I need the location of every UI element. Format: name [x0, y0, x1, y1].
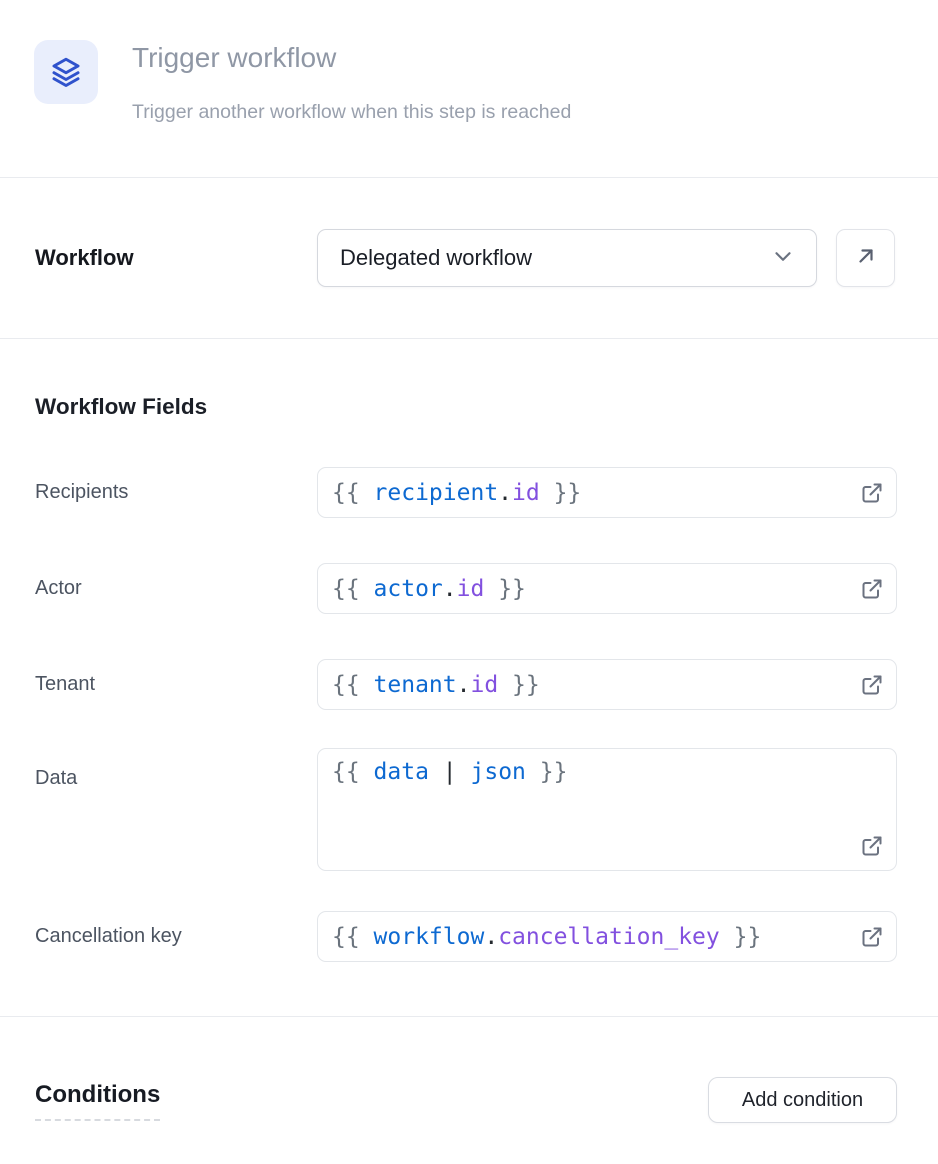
- divider: [0, 338, 938, 339]
- external-link-icon[interactable]: [860, 834, 884, 858]
- chevron-down-icon: [770, 243, 796, 274]
- actor-template-input[interactable]: {{ actor.id }}: [317, 563, 897, 614]
- data-template-input[interactable]: {{ data | json }}: [317, 748, 897, 871]
- divider: [0, 1016, 938, 1017]
- divider: [0, 177, 938, 178]
- layers-icon: [34, 40, 98, 104]
- page-title: Trigger workflow: [132, 42, 337, 73]
- external-link-icon[interactable]: [860, 925, 884, 949]
- field-label: Actor: [35, 577, 82, 599]
- tenant-template-input[interactable]: {{ tenant.id }}: [317, 659, 897, 710]
- workflow-fields-heading: Workflow Fields: [35, 394, 208, 419]
- template-value: {{ data | json }}: [332, 759, 568, 785]
- cancellation-key-template-input[interactable]: {{ workflow.cancellation_key }}: [317, 911, 897, 962]
- field-label: Data: [35, 767, 78, 789]
- external-link-icon[interactable]: [860, 481, 884, 505]
- template-value: {{ workflow.cancellation_key }}: [332, 923, 762, 950]
- conditions-heading: Conditions: [35, 1081, 161, 1121]
- add-condition-button[interactable]: Add condition: [708, 1077, 897, 1123]
- field-label: Tenant: [35, 673, 96, 695]
- field-label: Cancellation key: [35, 925, 182, 947]
- workflow-label: Workflow: [35, 245, 134, 270]
- template-value: {{ actor.id }}: [332, 575, 526, 602]
- template-value: {{ recipient.id }}: [332, 479, 582, 506]
- arrow-up-right-icon: [854, 244, 878, 273]
- open-workflow-button[interactable]: [836, 229, 895, 287]
- recipients-template-input[interactable]: {{ recipient.id }}: [317, 467, 897, 518]
- template-value: {{ tenant.id }}: [332, 671, 540, 698]
- field-label: Recipients: [35, 481, 129, 503]
- page-subtitle: Trigger another workflow when this step …: [132, 101, 572, 123]
- workflow-selected-value: Delegated workflow: [340, 245, 532, 270]
- external-link-icon[interactable]: [860, 577, 884, 601]
- workflow-select[interactable]: Delegated workflow: [317, 229, 817, 287]
- external-link-icon[interactable]: [860, 673, 884, 697]
